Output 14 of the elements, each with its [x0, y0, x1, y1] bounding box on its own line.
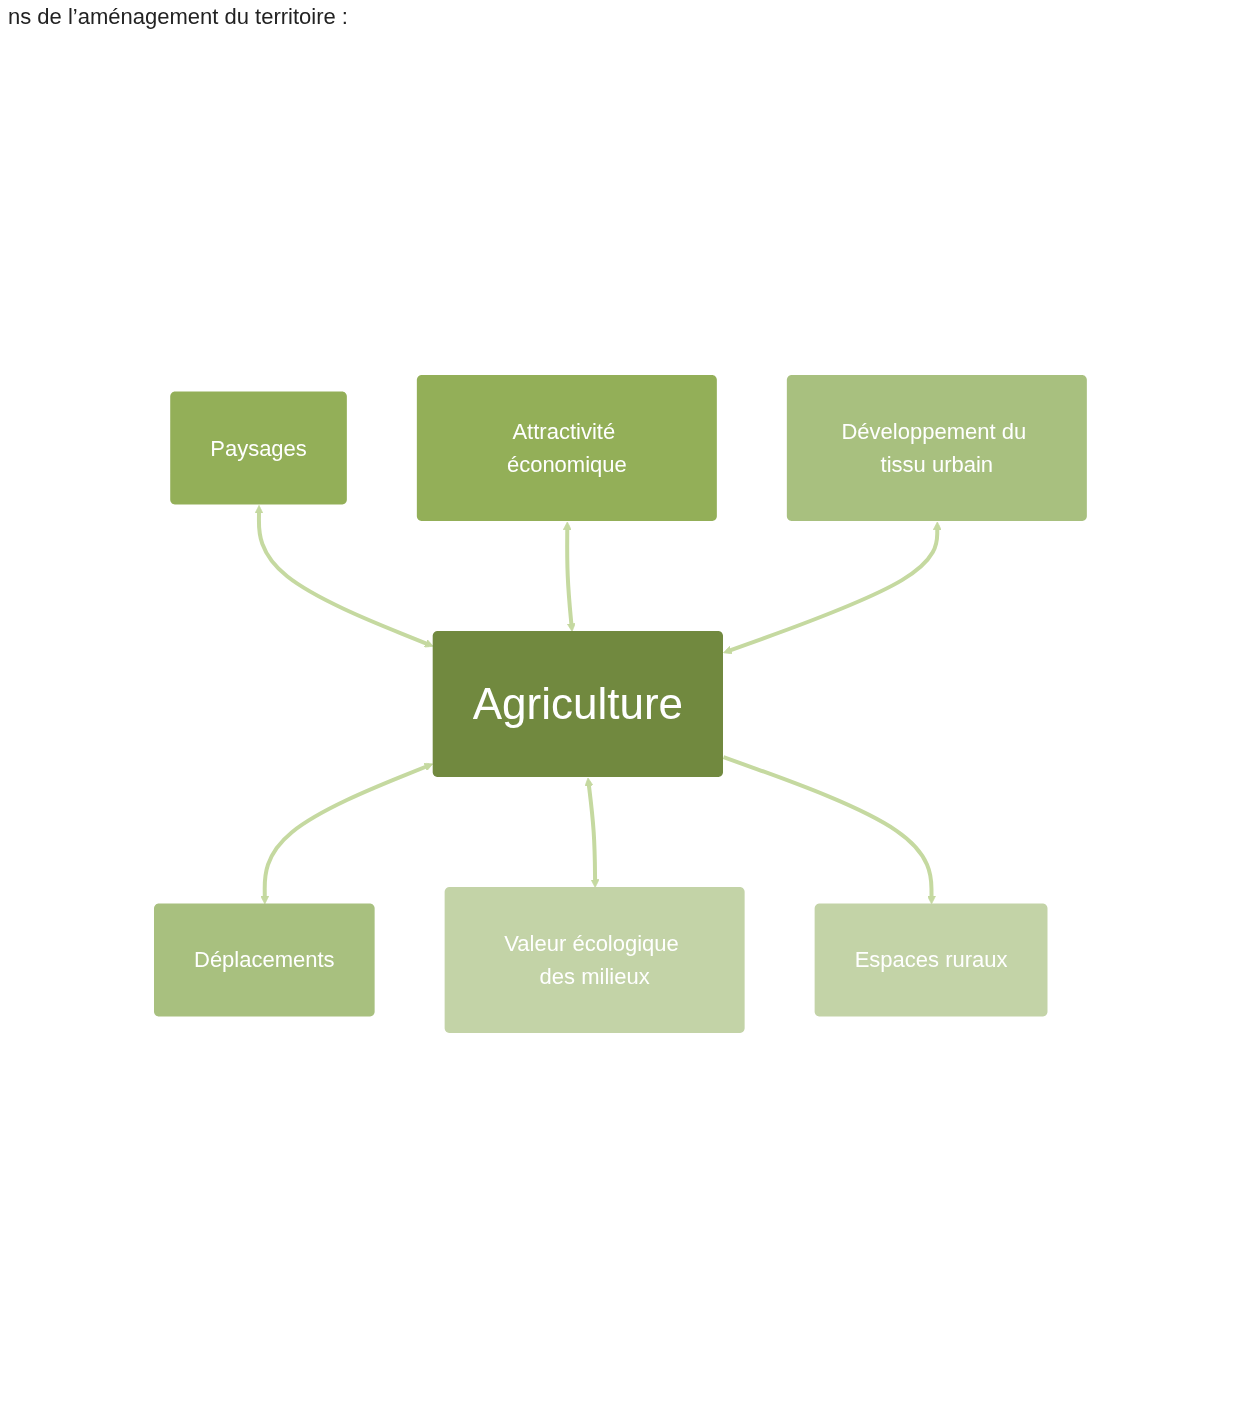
arrow: [259, 762, 433, 905]
node-box: Attractivité économique: [416, 375, 717, 521]
arrow: [584, 777, 600, 888]
node-box: Agriculture: [432, 631, 723, 777]
note-text: ns de l’aménagement du territoire :: [8, 4, 349, 30]
arrow: [722, 755, 936, 905]
node-box: Valeur écologique des milieux: [444, 887, 745, 1033]
node-box: Développement du tissu urbain: [786, 375, 1087, 521]
node-box: Espaces ruraux: [814, 903, 1048, 1017]
arrow: [562, 521, 576, 632]
arrow: [722, 521, 942, 655]
node-box: Déplacements: [153, 903, 375, 1017]
arrow: [254, 505, 434, 648]
node-box: Paysages: [169, 391, 347, 505]
